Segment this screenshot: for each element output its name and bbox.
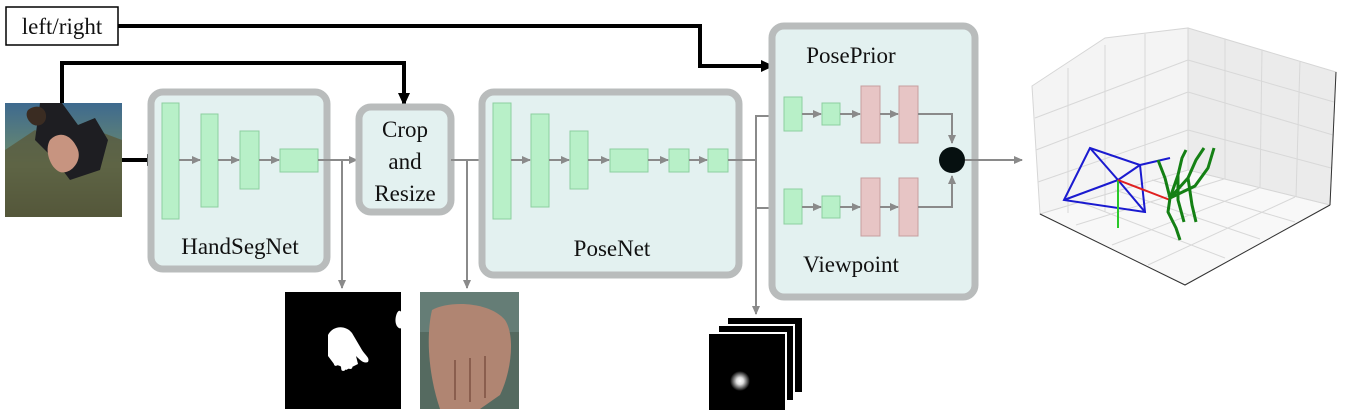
crop-label-line2: and	[388, 149, 422, 174]
cropped-image	[420, 292, 519, 409]
handedness-to-poseprior-arrow	[118, 24, 774, 72]
input-to-crop-arrow	[60, 61, 410, 106]
handedness-input: left/right	[5, 6, 119, 46]
score-maps	[707, 316, 804, 412]
handsegnet-block: HandSegNet	[147, 88, 331, 273]
poseprior-label: PosePrior	[806, 43, 896, 68]
posenet-block: PoseNet	[478, 88, 743, 279]
input-image	[5, 103, 122, 217]
handsegnet-label: HandSegNet	[181, 234, 299, 259]
combine-node	[939, 147, 965, 173]
poseprior-block: PosePrior Viewpoint	[768, 22, 979, 301]
mask-image	[285, 292, 402, 409]
output-3d-plot	[1031, 27, 1337, 286]
posenet-label: PoseNet	[574, 236, 651, 261]
crop-resize-block: Crop and Resize	[355, 103, 455, 216]
viewpoint-label: Viewpoint	[803, 252, 899, 277]
handedness-label: left/right	[22, 14, 103, 39]
crop-label-line1: Crop	[382, 117, 428, 142]
crop-label-line3: Resize	[374, 181, 435, 206]
